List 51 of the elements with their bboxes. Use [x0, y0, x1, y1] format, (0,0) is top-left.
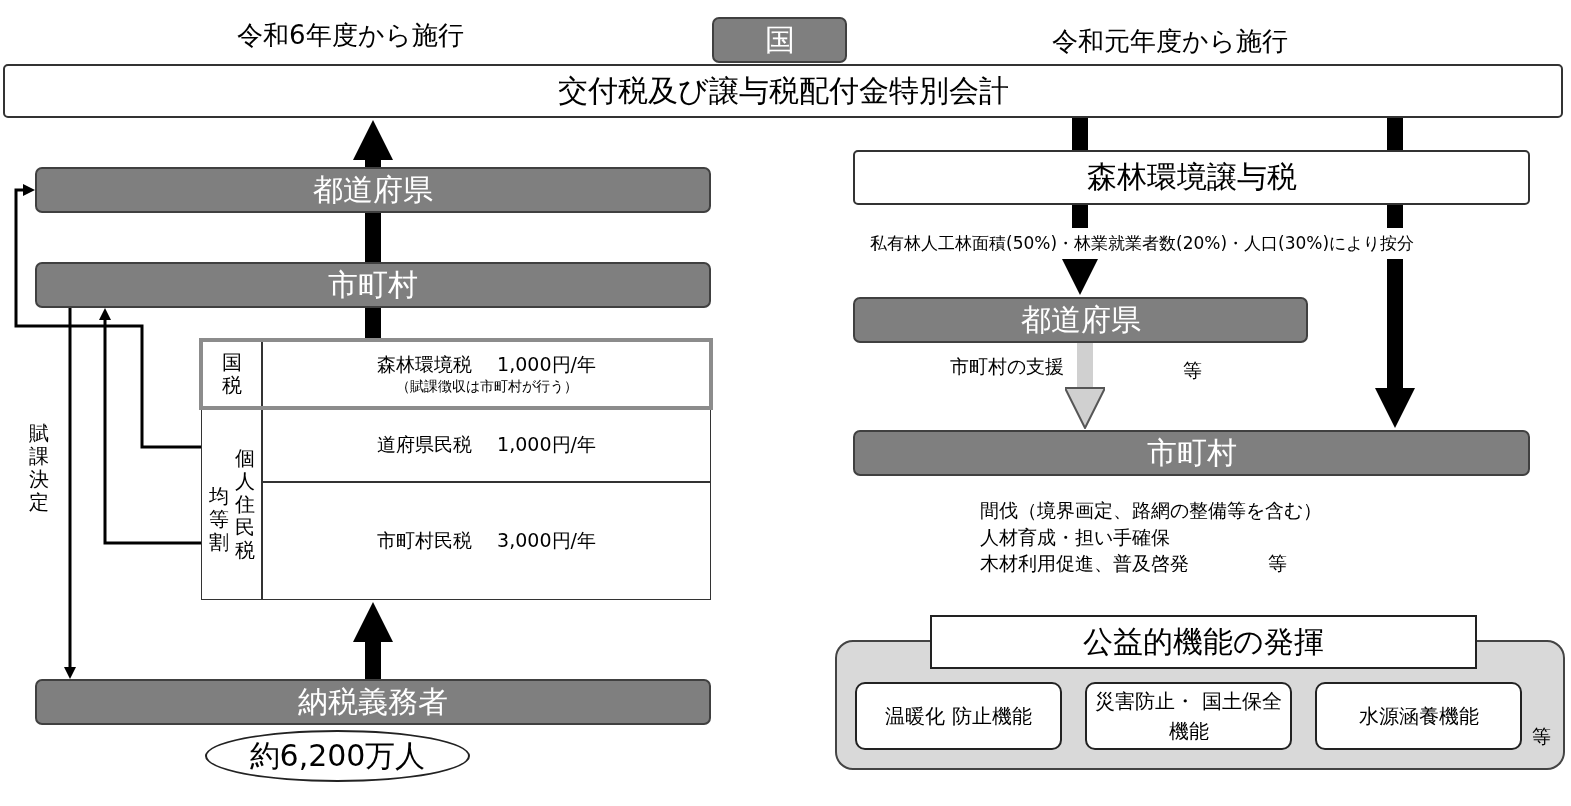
- node-text: 市町村: [1146, 433, 1237, 472]
- note-text: 等: [1268, 551, 1287, 576]
- node-text: 約6,200万人: [249, 736, 426, 775]
- node-text: 森林環境譲与税: [1086, 158, 1297, 196]
- note-text: 人材育成・担い手確保: [980, 525, 1170, 550]
- function-box: [1085, 682, 1292, 750]
- note-text: 等: [1183, 358, 1202, 383]
- section-heading: 公益的機能の発揮: [930, 615, 1477, 669]
- vertical-text: 均等割: [207, 484, 230, 554]
- note-text: （賦課徴収は市町村が行う）: [395, 378, 578, 396]
- arrow: [64, 308, 76, 679]
- function-box: [855, 682, 1062, 750]
- note-text: 令和元年度から施行: [1052, 25, 1288, 58]
- note-text: 私有林人工林面積(50%)・林業就業者数(20%)・人口(30%)により按分: [868, 228, 1417, 259]
- note-text: 木材利用促進、普及啓発: [980, 551, 1189, 576]
- node-text: 温暖化 防止機能: [885, 703, 1032, 730]
- table-cell: [201, 408, 262, 600]
- node-text: 森林環境税 1,000円/年: [377, 352, 596, 377]
- table-cell: [262, 408, 711, 482]
- note-text: 令和6年度から施行: [237, 19, 464, 52]
- function-box: [1315, 682, 1522, 750]
- arrow: [99, 308, 201, 545]
- title-box: [3, 64, 1563, 118]
- label-bar: [853, 430, 1530, 476]
- thick-arrow: [353, 602, 393, 679]
- table-cell: [262, 482, 711, 600]
- title-box: [853, 150, 1530, 205]
- node-text: 災害防止・ 国土保全機能: [1094, 688, 1283, 745]
- note-text: 等: [1532, 724, 1551, 749]
- label-bar: [35, 167, 711, 213]
- thick-arrow: [353, 120, 393, 167]
- vertical-text: 国税: [220, 351, 243, 397]
- node-text: 納税義務者: [298, 682, 448, 721]
- node-text: 市町村民税 3,000円/年: [377, 528, 596, 553]
- note-text: 市町村の支援: [950, 354, 1064, 379]
- node-text: 交付税及び譲与税配付金特別会計: [557, 71, 1009, 110]
- label-bar: [712, 17, 847, 63]
- thick-arrow: [1375, 205, 1415, 428]
- node-text: 国: [764, 20, 795, 59]
- node-text: 道府県民税 1,000円/年: [377, 432, 596, 457]
- node-text: 水源涵養機能: [1358, 703, 1479, 730]
- label-bar: [35, 262, 711, 308]
- node-text: 都道府県: [313, 170, 433, 209]
- label-bar: [853, 297, 1308, 343]
- node-text: 都道府県: [1020, 300, 1141, 339]
- node-text: 市町村: [328, 265, 418, 304]
- vertical-text: 個人住民税: [233, 446, 256, 562]
- arrow: [14, 184, 201, 449]
- label-bar: [35, 679, 711, 725]
- thick-arrow: [1064, 343, 1106, 429]
- note-text: 間伐（境界画定、路網の整備等を含む）: [980, 498, 1322, 523]
